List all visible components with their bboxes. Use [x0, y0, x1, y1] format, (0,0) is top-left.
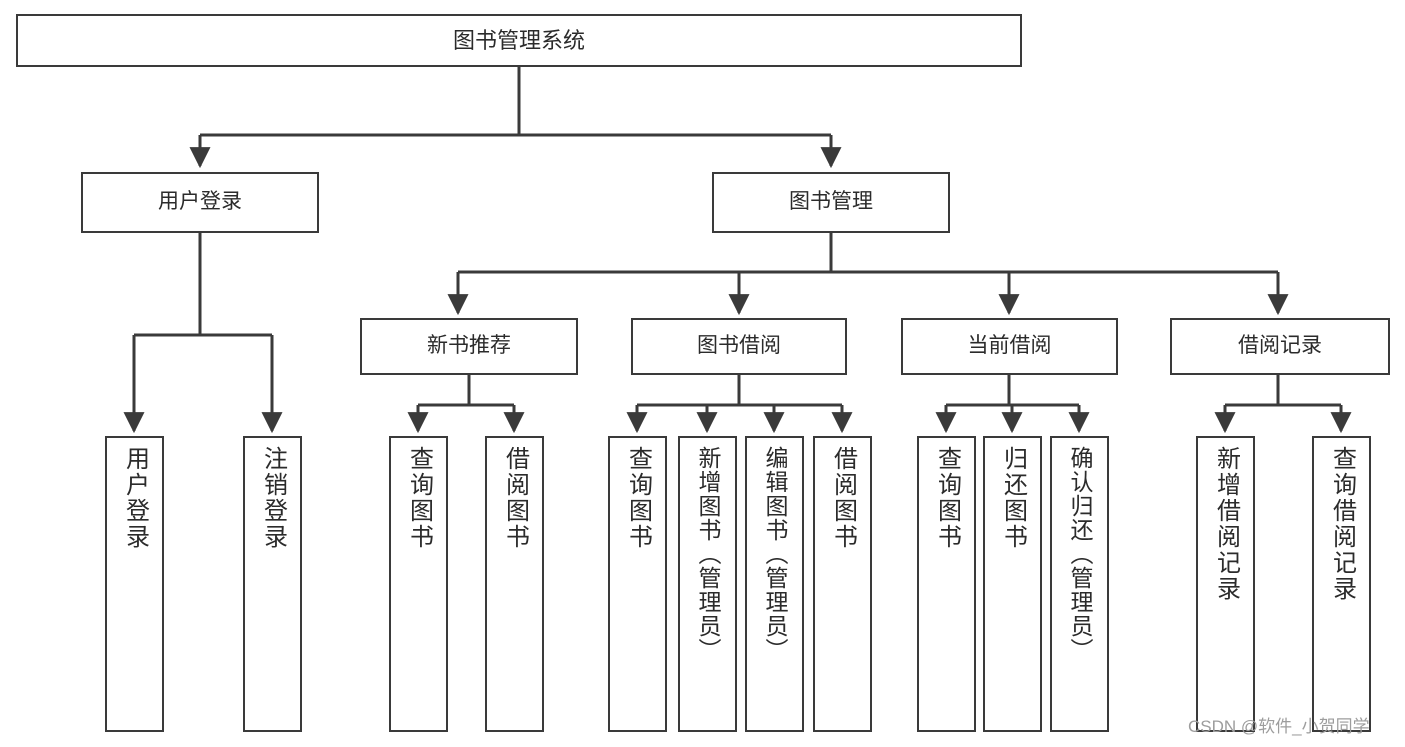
leaf-user-login-login[interactable]: 用户登录 [105, 436, 164, 732]
watermark-text: CSDN @软件_小贺同学 [1188, 717, 1370, 736]
leaf-current-borrow-return[interactable]: 归还图书 [983, 436, 1042, 732]
node-label: 用户登录 [158, 190, 242, 214]
leaf-book-borrow-add[interactable]: 新增图书（管理员） [678, 436, 737, 732]
node-label: 图书管理 [789, 190, 873, 214]
leaf-user-login-logout[interactable]: 注销登录 [243, 436, 302, 732]
node-label: 新增图书（管理员） [695, 446, 721, 662]
leaf-current-borrow-confirm[interactable]: 确认归还（管理员） [1050, 436, 1109, 732]
node-label: 借阅图书 [829, 446, 857, 550]
node-label: 确认归还（管理员） [1067, 446, 1093, 662]
node-label: 查询图书 [933, 446, 961, 550]
node-book-borrow[interactable]: 图书借阅 [631, 318, 847, 375]
leaf-current-borrow-query[interactable]: 查询图书 [917, 436, 976, 732]
node-label: 查询借阅记录 [1328, 446, 1356, 602]
node-new-book-recommend[interactable]: 新书推荐 [360, 318, 578, 375]
leaf-book-borrow-borrow[interactable]: 借阅图书 [813, 436, 872, 732]
node-label: 查询图书 [624, 446, 652, 550]
leaf-borrow-record-query[interactable]: 查询借阅记录 [1312, 436, 1371, 732]
node-label: 查询图书 [405, 446, 433, 550]
node-label: 新书推荐 [427, 334, 511, 358]
node-borrow-record[interactable]: 借阅记录 [1170, 318, 1390, 375]
leaf-new-book-query[interactable]: 查询图书 [389, 436, 448, 732]
node-root-system[interactable]: 图书管理系统 [16, 14, 1022, 67]
node-label: 编辑图书（管理员） [762, 446, 788, 662]
node-label: 借阅图书 [501, 446, 529, 550]
leaf-new-book-borrow[interactable]: 借阅图书 [485, 436, 544, 732]
leaf-borrow-record-add[interactable]: 新增借阅记录 [1196, 436, 1255, 732]
node-label: 图书管理系统 [452, 27, 585, 53]
node-current-borrow[interactable]: 当前借阅 [901, 318, 1118, 375]
node-label: 新增借阅记录 [1212, 446, 1240, 602]
node-label: 归还图书 [999, 446, 1027, 550]
node-book-management[interactable]: 图书管理 [712, 172, 950, 233]
node-user-login[interactable]: 用户登录 [81, 172, 319, 233]
leaf-book-borrow-edit[interactable]: 编辑图书（管理员） [745, 436, 804, 732]
node-label: 借阅记录 [1238, 334, 1322, 358]
leaf-book-borrow-query[interactable]: 查询图书 [608, 436, 667, 732]
node-label: 用户登录 [121, 446, 149, 550]
node-label: 图书借阅 [697, 334, 781, 358]
node-label: 当前借阅 [967, 334, 1052, 358]
node-label: 注销登录 [259, 446, 287, 550]
